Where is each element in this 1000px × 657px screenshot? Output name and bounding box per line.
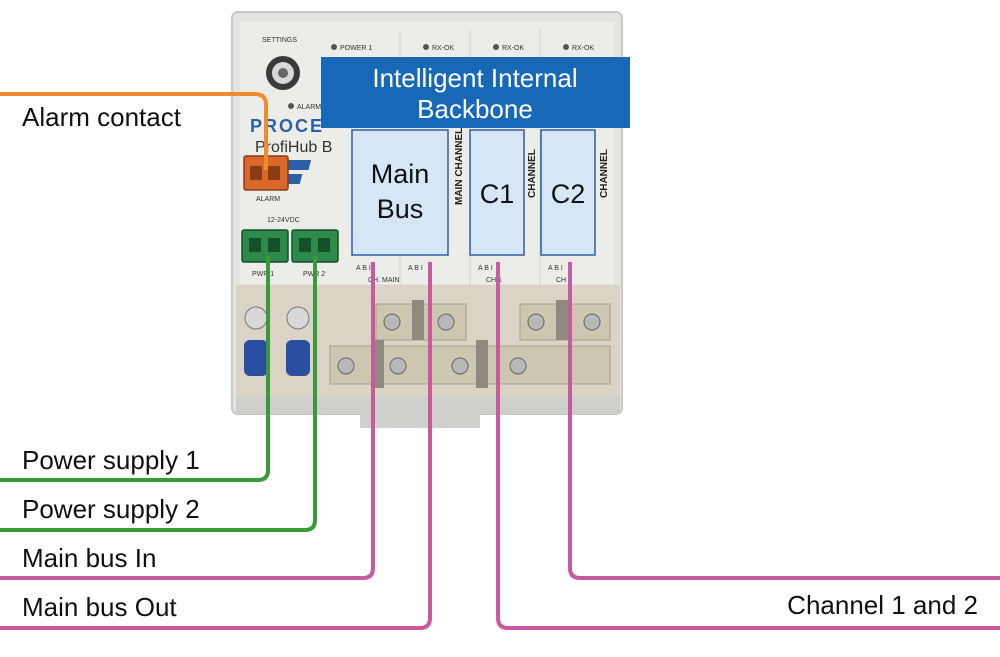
abi-c1-text: A B I xyxy=(478,265,493,272)
rxok-led-icon xyxy=(423,44,429,50)
c2-label: C2 xyxy=(551,179,586,209)
c1-label: C1 xyxy=(480,179,515,209)
power-wire-1 xyxy=(0,256,270,482)
power-led-icon xyxy=(331,44,337,50)
main-bus-label-line2: Bus xyxy=(377,194,424,224)
backbone-title-line2: Backbone xyxy=(417,94,533,124)
abi-c2-text: A B I xyxy=(548,265,563,272)
main-bus-out-wire xyxy=(0,262,432,630)
alarm-contact-label: Alarm contact xyxy=(22,102,181,132)
power-supply-2-label: Power supply 2 xyxy=(22,494,200,524)
ch2-text: CH 2 xyxy=(556,277,572,284)
abi-main2-text: A B I xyxy=(408,265,423,272)
main-bus-in-label: Main bus In xyxy=(22,543,157,573)
c2-module xyxy=(540,129,596,256)
screw-icons xyxy=(337,313,601,375)
alarm-led-text: ALARM xyxy=(297,104,321,111)
rotary-switch-icon xyxy=(266,56,300,90)
ch1-text: CH 1 xyxy=(486,277,502,284)
channel1-vertical-text: CHANNEL xyxy=(527,149,538,198)
channel1-wire xyxy=(496,262,1000,630)
voltage-text: 12-24VDC xyxy=(267,217,300,224)
alarm-led-icon xyxy=(288,103,294,109)
rxok-main-text: RX-OK xyxy=(432,45,455,52)
ch-main-text: CH. MAIN xyxy=(368,277,400,284)
rxok-led-icon xyxy=(563,44,569,50)
alarm-wire xyxy=(0,92,268,170)
power-connector-1 xyxy=(241,229,289,263)
main-bus-module xyxy=(351,129,449,256)
channel2-vertical-text: CHANNEL xyxy=(599,149,610,198)
main-bus-out-label: Main bus Out xyxy=(22,592,177,622)
power-wire-2 xyxy=(0,256,317,532)
c1-module xyxy=(469,129,525,256)
rxok-c2-text: RX-OK xyxy=(572,45,595,52)
main-channel-vertical-text: MAIN CHANNEL xyxy=(454,128,465,205)
main-bus-label-line1: Main xyxy=(371,159,430,189)
alarm-connector xyxy=(243,155,289,191)
main-bus-in-wire xyxy=(0,262,375,580)
backbone-box xyxy=(321,57,630,128)
abi-main-text: A B I xyxy=(356,265,371,272)
channel2-wire xyxy=(568,262,1000,580)
channel-1-and-2-label: Channel 1 and 2 xyxy=(787,590,978,620)
model-text: ProfiHub B xyxy=(255,139,332,156)
backbone-title-line1: Intelligent Internal xyxy=(372,63,577,93)
rxok-led-icon xyxy=(493,44,499,50)
power1-text: POWER 1 xyxy=(340,45,372,52)
brand-text: PROCE xyxy=(250,116,324,136)
pwr1-text: PWR 1 xyxy=(252,271,274,278)
rxok-c1-text: RX-OK xyxy=(502,45,525,52)
ground-screw-icon xyxy=(244,306,310,376)
settings-text: SETTINGS xyxy=(262,37,297,44)
power-supply-1-label: Power supply 1 xyxy=(22,445,200,475)
alarm-connector-text: ALARM xyxy=(256,196,280,203)
